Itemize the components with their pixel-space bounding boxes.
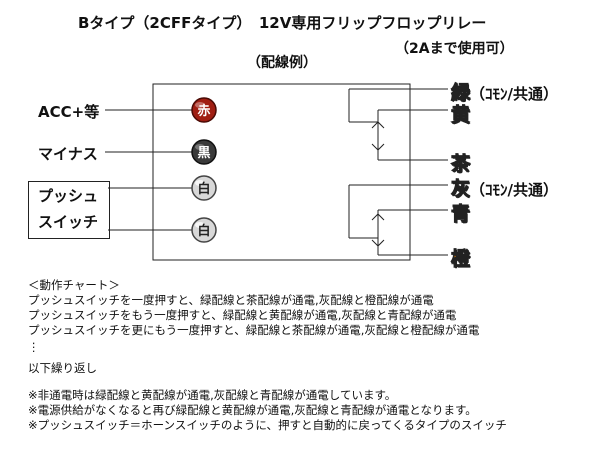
chart-step-1: プッシュスイッチを一度押すと、緑配線と茶配線が通電,灰配線と橙配線が通電 — [28, 293, 434, 307]
contact-group-1 — [348, 88, 448, 161]
green-suffix: （ｺﾓﾝ/共通） — [470, 85, 558, 103]
chart-step-2: プッシュスイッチをもう一度押すと、緑配線と黄配線が通電,灰配線と青配線が通電 — [28, 308, 457, 322]
terminal-white-1: 白 — [191, 175, 217, 201]
capacity-note: （2Aまで使用可） — [395, 41, 514, 57]
chart-heading: ＜動作チャート＞ — [28, 278, 120, 292]
terminal-black: 黒 — [191, 139, 217, 165]
page-subtitle: （配線例） — [247, 55, 317, 71]
orange-kanji: 橙 — [450, 248, 471, 271]
terminal-red: 赤 — [191, 97, 217, 123]
push-switch-label-1: プッシュ — [38, 187, 99, 205]
wire-label-brown: 茶 — [450, 149, 471, 176]
minus-label: マイナス — [38, 145, 98, 163]
wire-label-orange: 橙 — [450, 244, 471, 271]
gray-suffix: （ｺﾓﾝ/共通） — [470, 181, 558, 199]
push-switch-box — [28, 181, 110, 239]
terminal-black-label: 黒 — [197, 145, 210, 161]
chart-ellipsis: ⋮ — [28, 340, 40, 354]
chart-step-3: プッシュスイッチを更にもう一度押すと、緑配線と茶配線が通電,灰配線と橙配線が通電 — [28, 323, 480, 337]
wiring-diagram: 赤 黒 白 白 — [105, 83, 448, 261]
acc-label: ACC+等 — [38, 103, 100, 121]
terminal-red-label: 赤 — [197, 103, 210, 119]
chart-repeat: 以下繰り返し — [28, 361, 97, 375]
blue-kanji: 青 — [450, 203, 471, 226]
wire-label-yellow: 黄 — [450, 100, 471, 127]
terminal-white-2-label: 白 — [197, 223, 210, 239]
gray-kanji: 灰 — [450, 178, 471, 201]
footnote-2: ※電源供給がなくなると再び緑配線と黄配線が通電,灰配線と青配線が通電となります。 — [28, 403, 477, 417]
green-kanji: 緑 — [450, 82, 471, 105]
wire-label-gray: 灰（ｺﾓﾝ/共通） — [450, 174, 558, 201]
push-switch-label-2: スイッチ — [38, 213, 99, 231]
wire-label-blue: 青 — [450, 199, 471, 226]
footnote-1: ※非通電時は緑配線と黄配線が通電,灰配線と青配線が通電しています。 — [28, 388, 397, 402]
terminal-white-1-label: 白 — [197, 181, 210, 197]
wire-label-green: 緑（ｺﾓﾝ/共通） — [450, 78, 558, 105]
terminal-white-2: 白 — [191, 217, 217, 243]
page-title: Bタイプ（2CFFタイプ） 12V専用フリップフロップリレー — [78, 14, 487, 32]
brown-kanji: 茶 — [450, 153, 471, 176]
contact-group-2 — [348, 184, 448, 256]
yellow-kanji: 黄 — [450, 104, 471, 127]
footnote-3: ※プッシュスイッチ＝ホーンスイッチのように、押すと自動的に戻ってくるタイプのスイ… — [28, 418, 507, 432]
